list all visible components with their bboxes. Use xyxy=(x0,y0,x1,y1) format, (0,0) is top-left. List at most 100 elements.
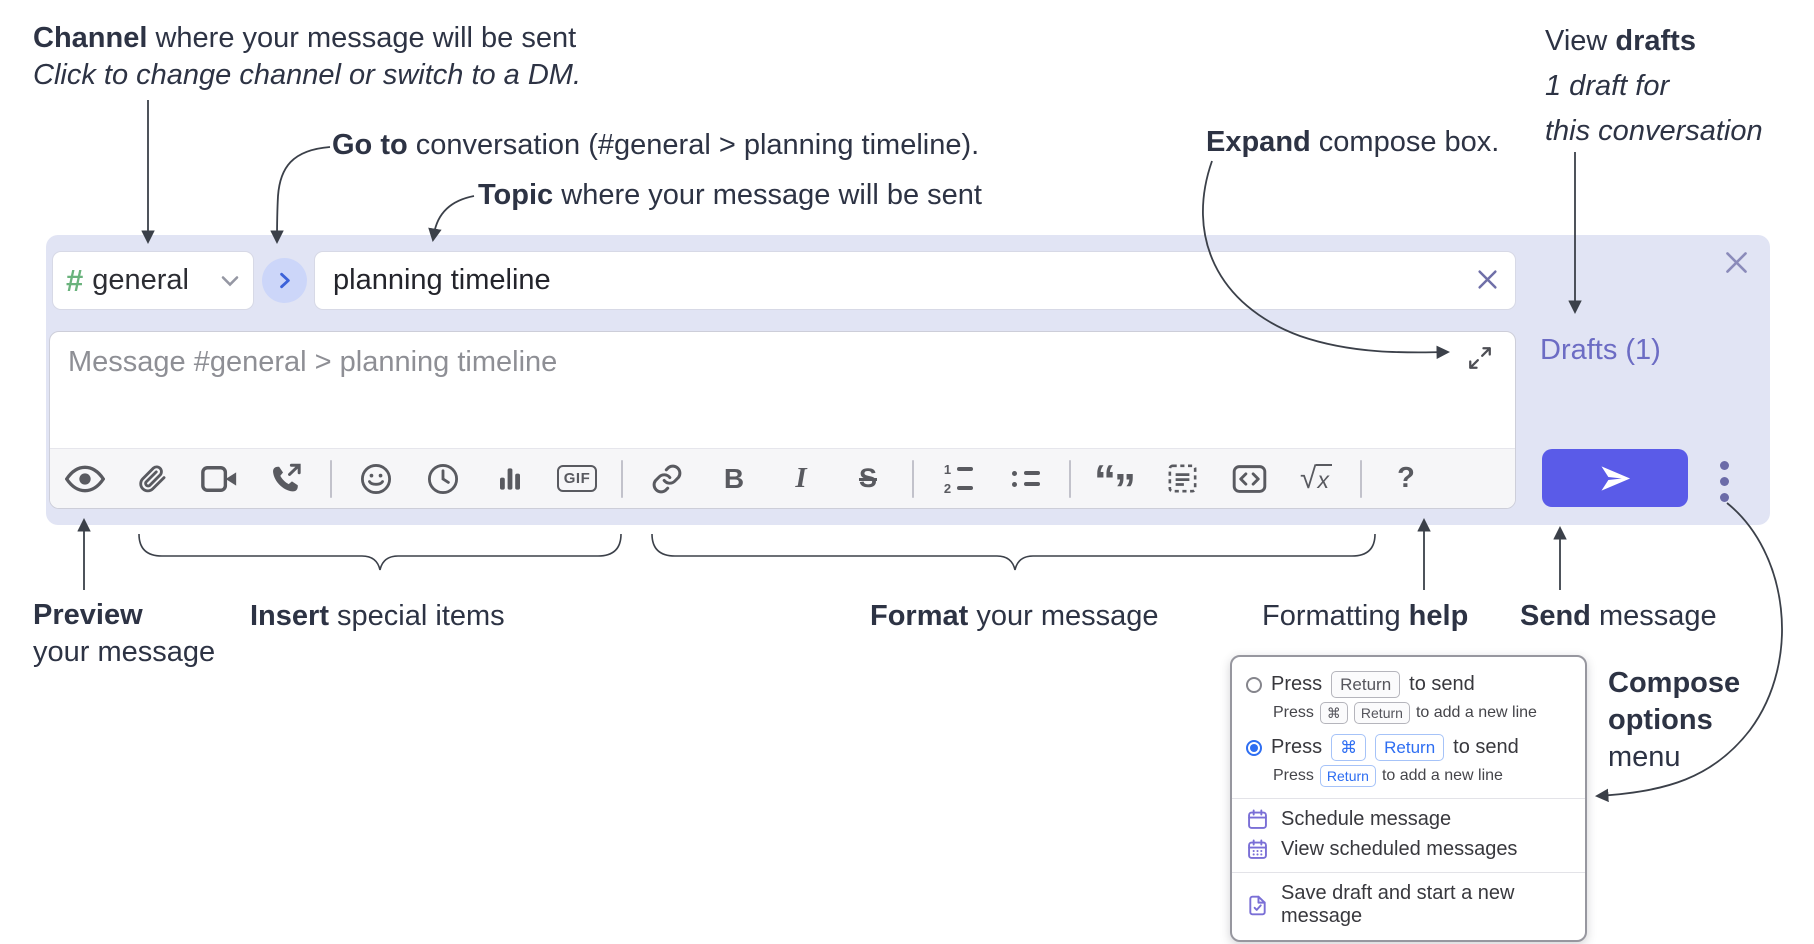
radio-unselected[interactable] xyxy=(1246,676,1262,693)
video-camera-icon xyxy=(200,465,236,492)
annotation-insert: Insert special items xyxy=(250,600,505,632)
strikethrough-button[interactable]: S xyxy=(845,456,891,502)
toolbar-divider xyxy=(1069,459,1071,498)
option-cmd-enter-to-send[interactable]: Press ⌘ Return to send xyxy=(1246,734,1571,761)
add-audio-call-button[interactable] xyxy=(263,456,309,502)
compose-options-menu: Press Return to send Press ⌘ Return to a… xyxy=(1230,655,1587,942)
return-key: Return xyxy=(1331,671,1401,698)
topic-pointer-curve xyxy=(428,195,475,242)
cmd-key: ⌘ xyxy=(1331,734,1367,761)
topic-input[interactable]: planning timeline xyxy=(314,251,1516,310)
go-to-conversation-button[interactable] xyxy=(262,258,307,303)
annotation-expand: Expand compose box. xyxy=(1206,126,1500,158)
compose-options-menu-button[interactable] xyxy=(1710,459,1738,503)
menu-item-save-draft[interactable]: Save draft and start a new message xyxy=(1246,882,1571,928)
return-key: Return xyxy=(1353,702,1410,724)
link-button[interactable] xyxy=(644,456,690,502)
compose-box-panel: # general planning timeline Message #gen… xyxy=(46,235,1770,525)
annotation-channel-line2: Click to change channel or switch to a D… xyxy=(33,58,582,91)
spoiler-icon xyxy=(1168,464,1196,493)
goto-pointer-curve xyxy=(270,146,331,245)
chevron-down-icon xyxy=(221,275,239,286)
toolbar-divider xyxy=(330,459,332,498)
bulleted-list-button[interactable] xyxy=(1002,456,1048,502)
smiley-icon xyxy=(360,463,392,494)
numbered-list-icon: 1 2 xyxy=(943,463,973,495)
close-icon xyxy=(1478,269,1497,289)
code-icon xyxy=(1232,464,1266,493)
bold-icon: B xyxy=(723,462,745,494)
math-button[interactable]: √x xyxy=(1293,456,1339,502)
close-compose-button[interactable] xyxy=(1719,245,1754,283)
italic-button[interactable]: I xyxy=(778,456,824,502)
italic-icon: I xyxy=(795,462,807,494)
insert-brace xyxy=(138,533,622,571)
expand-compose-button[interactable] xyxy=(1467,345,1493,374)
expand-icon xyxy=(1469,347,1491,369)
annotation-preview: Preview your message xyxy=(33,599,216,668)
quote-button[interactable]: “” xyxy=(1092,455,1138,509)
add-poll-button[interactable] xyxy=(487,456,533,502)
radio-selected[interactable] xyxy=(1246,739,1262,756)
format-brace xyxy=(651,533,1376,571)
bold-button[interactable]: B xyxy=(711,456,757,502)
toolbar-divider xyxy=(621,459,623,498)
document-check-icon xyxy=(1249,895,1266,915)
toolbar-divider xyxy=(1360,459,1362,498)
channel-selector[interactable]: # general xyxy=(52,251,254,310)
option-enter-to-send-hint: Press ⌘ Return to add a new line xyxy=(1273,702,1571,724)
message-placeholder: Message #general > planning timeline xyxy=(68,346,558,378)
menu-item-view-scheduled-messages[interactable]: View scheduled messages xyxy=(1246,838,1571,861)
paperclip-icon xyxy=(139,464,166,492)
attach-file-button[interactable] xyxy=(129,456,175,502)
code-button[interactable] xyxy=(1226,456,1272,502)
eye-icon xyxy=(65,465,105,492)
bar-chart-icon xyxy=(500,467,520,490)
option-enter-to-send[interactable]: Press Return to send xyxy=(1246,671,1571,698)
clear-topic-button[interactable] xyxy=(1474,266,1501,296)
strikethrough-icon: S xyxy=(858,463,877,493)
link-icon xyxy=(652,464,682,493)
bulleted-list-icon xyxy=(1010,470,1040,487)
compose-toolbar: GIF B I S 1 2 xyxy=(50,448,1515,508)
toolbar-divider xyxy=(912,459,914,498)
annotation-view-drafts: View drafts 1 draft for this conversatio… xyxy=(1545,25,1763,147)
annotation-send: Send message xyxy=(1520,600,1717,632)
return-key: Return xyxy=(1319,765,1376,787)
calendar-grid-icon xyxy=(1248,839,1267,859)
add-global-time-button[interactable] xyxy=(420,456,466,502)
message-formatting-help-button[interactable]: ? xyxy=(1383,456,1429,502)
menu-divider xyxy=(1232,798,1585,799)
annotation-formatting-help: Formatting help xyxy=(1262,600,1469,632)
preview-message-button[interactable] xyxy=(62,456,108,502)
add-gif-button[interactable]: GIF xyxy=(554,456,600,502)
channel-hash-icon: # xyxy=(66,263,84,298)
clock-icon xyxy=(427,463,459,494)
math-sqrt-icon: √x xyxy=(1300,463,1332,494)
menu-divider xyxy=(1232,872,1585,873)
topic-value: planning timeline xyxy=(333,264,551,296)
calendar-icon xyxy=(1248,809,1267,829)
annotation-channel-line1: Channel where your message will be sent xyxy=(33,22,577,54)
menu-item-schedule-message[interactable]: Schedule message xyxy=(1246,808,1571,831)
quote-icon: “” xyxy=(1094,455,1136,509)
cmd-key: ⌘ xyxy=(1319,702,1348,724)
annotation-channel: Channel where your message will be sent … xyxy=(33,20,581,94)
dot-icon xyxy=(1719,476,1729,486)
paper-plane-icon xyxy=(1600,465,1630,491)
drafts-link[interactable]: Drafts (1) xyxy=(1540,334,1661,366)
question-mark-icon: ? xyxy=(1397,462,1415,494)
return-key: Return xyxy=(1375,734,1445,761)
spoiler-button[interactable] xyxy=(1159,456,1205,502)
send-button[interactable] xyxy=(1542,449,1688,507)
message-input-area[interactable]: Message #general > planning timeline xyxy=(49,331,1516,509)
dot-icon xyxy=(1719,492,1729,502)
emoji-button[interactable] xyxy=(353,456,399,502)
dot-icon xyxy=(1719,460,1729,470)
add-video-call-button[interactable] xyxy=(196,456,242,502)
option-cmd-enter-to-send-hint: Press Return to add a new line xyxy=(1273,765,1571,787)
close-icon xyxy=(1726,252,1747,273)
numbered-list-button[interactable]: 1 2 xyxy=(935,456,981,502)
annotation-compose-options: Compose options menu xyxy=(1608,667,1741,773)
